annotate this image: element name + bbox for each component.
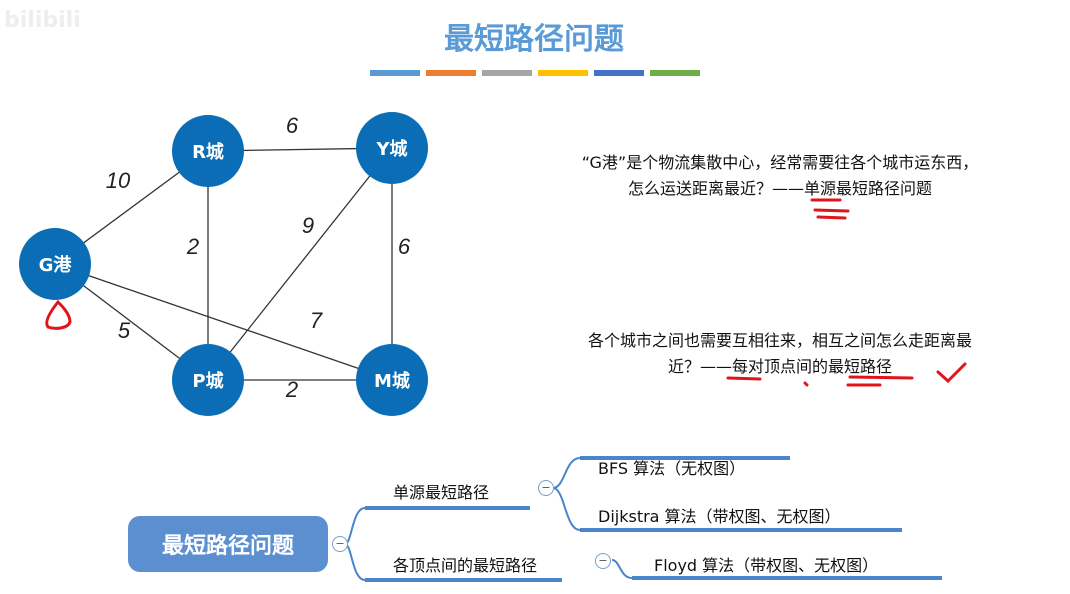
edge-weight: 5 (118, 318, 131, 343)
edge-weight: 2 (186, 234, 199, 259)
single-source-description: “G港”是个物流集散中心，经常需要往各个城市运东西， 怎么运送距离最近？——单源… (520, 150, 1040, 202)
title-bar (426, 70, 476, 76)
edge-weight: 6 (398, 234, 411, 259)
collapse-root-button[interactable]: − (332, 536, 348, 552)
node-label: P城 (192, 370, 223, 392)
text1-line2: 怎么运送距离最近？——单源最短路径问题 (627, 179, 932, 198)
collapse-single-source-button[interactable]: − (538, 480, 554, 496)
text1-line1: “G港”是个物流集散中心，经常需要往各个城市运东西， (581, 153, 979, 172)
node-bfs[interactable]: BFS 算法（无权图） (598, 459, 746, 478)
node-R (172, 115, 244, 187)
node-G (19, 228, 91, 300)
node-label: Y城 (375, 138, 407, 160)
text2-line2: 近？——每对顶点间的最短路径 (667, 357, 892, 376)
mindmap-root[interactable]: 最短路径问题 (128, 516, 328, 572)
branch-single-source[interactable]: 单源最短路径 (393, 483, 490, 502)
title-bar (650, 70, 700, 76)
collapse-all-pairs-button[interactable]: − (595, 553, 611, 569)
title-bar (594, 70, 644, 76)
node-label: G港 (39, 255, 73, 276)
branch-underline (365, 506, 530, 510)
node-label: M城 (374, 370, 410, 392)
all-pairs-description: 各个城市之间也需要互相往来，相互之间怎么走距离最 近？——每对顶点间的最短路径 (520, 328, 1040, 380)
node-Y (356, 112, 428, 184)
edge-weight: 9 (302, 213, 314, 238)
edge-weight: 7 (310, 308, 323, 333)
node-P (172, 344, 244, 416)
node-dijkstra[interactable]: Dijkstra 算法（带权图、无权图） (598, 507, 841, 526)
title-bar (538, 70, 588, 76)
node-M (356, 344, 428, 416)
edge-P-Y (207, 147, 393, 381)
branch-underline (365, 578, 562, 582)
branch-all-pairs[interactable]: 各顶点间的最短路径 (393, 556, 538, 575)
leaf-underline (580, 456, 790, 460)
node-label: R城 (192, 141, 224, 163)
edge-weight: 10 (106, 168, 131, 193)
title-bar (370, 70, 420, 76)
title-text: 最短路径问题 (444, 22, 624, 57)
leaf-underline (580, 528, 902, 532)
leaf-underline (632, 576, 942, 580)
edge-weight: 2 (285, 377, 298, 402)
node-floyd[interactable]: Floyd 算法（带权图、无权图） (654, 556, 879, 575)
slide-title: 最短路径问题 (0, 14, 1070, 58)
title-bar (482, 70, 532, 76)
bilibili-watermark: bilibili (4, 8, 81, 33)
edge-weight: 6 (286, 113, 299, 138)
text2-line1: 各个城市之间也需要互相往来，相互之间怎么走距离最 (587, 331, 972, 350)
edge-G-M (54, 263, 393, 381)
